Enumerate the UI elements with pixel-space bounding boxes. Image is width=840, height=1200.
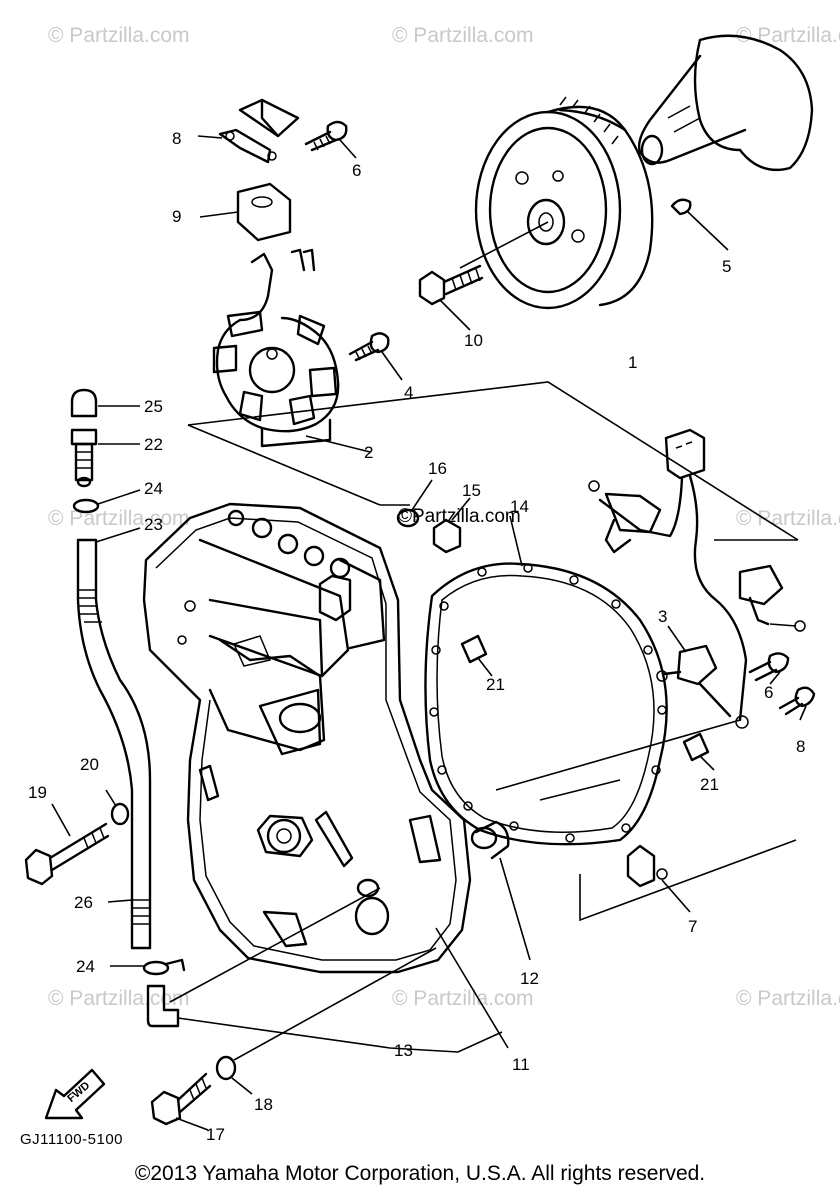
callout-6: 6	[764, 683, 773, 702]
callout-12: 12	[520, 969, 539, 988]
clip-part	[72, 489, 141, 514]
callout-10: 10	[464, 331, 483, 350]
callout-16: 16	[428, 459, 447, 478]
hose-part	[76, 527, 152, 950]
callout-5: 5	[722, 257, 731, 276]
washer-part	[105, 789, 130, 826]
callout-25: 25	[144, 397, 163, 416]
bushing-part	[470, 820, 531, 961]
bolt-part	[432, 497, 471, 554]
woodruff-key-part	[670, 198, 729, 251]
watermark: © Partzilla.com	[392, 987, 534, 1010]
callout-23: 23	[144, 515, 163, 534]
cover-cap-part	[199, 182, 292, 242]
front-arrow-label: FWD	[65, 1080, 92, 1105]
callout-1: 1	[628, 353, 637, 372]
callout-2: 2	[364, 443, 373, 462]
screw-part	[748, 652, 790, 685]
callout-4: 4	[404, 383, 413, 402]
watermark: © Partzilla.com	[48, 507, 190, 530]
pickup-coil-part	[197, 98, 300, 164]
callout-9: 9	[172, 207, 181, 226]
callout-21: 21	[486, 675, 505, 694]
gasket-part	[424, 515, 668, 846]
elbow-fitting-part	[146, 887, 503, 1061]
callout-14: 14	[510, 497, 529, 516]
fitting-part	[70, 428, 140, 488]
front-direction-arrow: FWD	[44, 1068, 106, 1120]
callout-8: 8	[796, 737, 805, 756]
diagram-code: GJ11100-5100	[20, 1131, 123, 1148]
bolt-part	[24, 803, 110, 886]
screw-part	[304, 120, 357, 159]
callout-24: 24	[144, 479, 163, 498]
callout-18: 18	[254, 1095, 273, 1114]
callout-13: 13	[394, 1041, 413, 1060]
callout-21: 21	[700, 775, 719, 794]
watermark: © Partzilla.com	[392, 24, 534, 47]
callout-3: 3	[658, 607, 667, 626]
callout-11: 11	[512, 1055, 530, 1074]
callout-7: 7	[688, 917, 697, 936]
washer-part	[215, 1055, 253, 1095]
callout-8: 8	[172, 129, 181, 148]
dowel-pin-part	[460, 634, 493, 677]
stator-part	[212, 248, 371, 453]
watermark-inline: ©Partzilla.com	[398, 506, 521, 527]
watermark-group: © Partzilla.com © Partzilla.com © Partzi…	[48, 24, 840, 1010]
callout-22: 22	[144, 435, 163, 454]
washer-part	[396, 479, 433, 528]
cap-part	[70, 388, 140, 418]
crankcase-cover-part	[142, 502, 509, 1049]
watermark: © Partzilla.com	[736, 24, 840, 47]
callout-labels: 1 2 3 4 5 6 6 7 8 8 9 10 11 12 13 14 15 …	[28, 129, 805, 1144]
clamp-part	[626, 844, 691, 913]
rotor-bolt-part	[418, 264, 484, 331]
screw-part	[778, 686, 816, 721]
bolt-part	[150, 1072, 212, 1131]
dowel-pin-part	[682, 732, 715, 771]
watermark: © Partzilla.com	[48, 24, 190, 47]
copyright-notice: ©2013 Yamaha Motor Corporation, U.S.A. A…	[134, 1162, 706, 1185]
clip-part	[110, 958, 186, 976]
starter-pulley-part	[637, 34, 814, 172]
callout-26: 26	[74, 893, 93, 912]
callout-24: 24	[76, 957, 95, 976]
callout-15: 15	[462, 481, 481, 500]
watermark: © Partzilla.com	[48, 987, 190, 1010]
callout-6: 6	[352, 161, 361, 180]
screw-part	[348, 332, 403, 381]
wire-harness-part	[588, 428, 806, 729]
watermark: © Partzilla.com	[736, 507, 840, 530]
callout-20: 20	[80, 755, 99, 774]
rotor-part	[459, 96, 654, 310]
callout-17: 17	[206, 1125, 225, 1144]
watermark: © Partzilla.com	[736, 987, 840, 1010]
callout-19: 19	[28, 783, 47, 802]
